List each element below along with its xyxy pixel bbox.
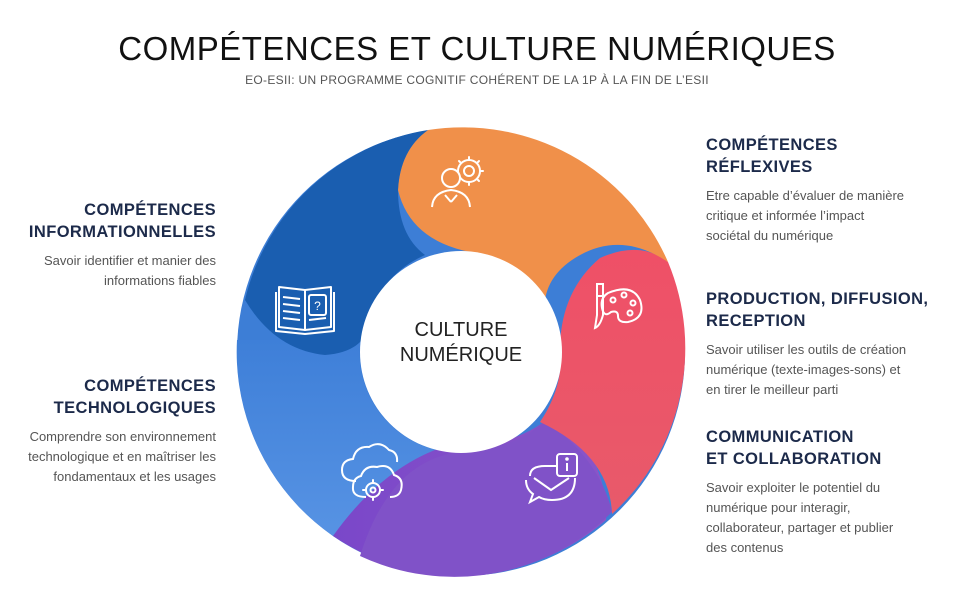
block-production: PRODUCTION, DIFFUSION, RECEPTION Savoir … (706, 288, 950, 400)
svg-text:?: ? (314, 299, 321, 313)
block-reflexives: COMPÉTENCES RÉFLEXIVES Etre capable d’év… (706, 134, 946, 246)
heading-informationnelles: COMPÉTENCES INFORMATIONNELLES (28, 201, 216, 241)
block-communication: COMMUNICATION ET COLLABORATION Savoir ex… (706, 426, 946, 558)
palette-brush-icon (593, 283, 643, 330)
block-informationnelles: COMPÉTENCES INFORMATIONNELLES Savoir ide… (1, 199, 216, 291)
person-gear-icon (431, 156, 484, 208)
center-label: CULTURE NUMÉRIQUE (361, 318, 561, 368)
segment-production (540, 249, 686, 514)
heading-communication: COMMUNICATION ET COLLABORATION (706, 428, 882, 468)
heading-production: PRODUCTION, DIFFUSION, RECEPTION (706, 290, 929, 330)
desc-communication: Savoir exploiter le potentiel du numériq… (706, 480, 894, 555)
cloud-gear-icon (340, 443, 403, 501)
desc-informationnelles: Savoir identifier et manier des informat… (44, 253, 216, 288)
desc-technologiques: Comprendre son environnement technologiq… (28, 429, 216, 484)
page-title: COMPÉTENCES ET CULTURE NUMÉRIQUES (118, 30, 836, 67)
chat-info-icon (525, 453, 578, 505)
center-label-line1: CULTURE (414, 319, 508, 341)
heading-technologiques: COMPÉTENCES TECHNOLOGIQUES (53, 377, 216, 417)
book-question-icon: ? (275, 286, 335, 335)
desc-reflexives: Etre capable d’évaluer de manière critiq… (706, 188, 905, 243)
heading-reflexives: COMPÉTENCES RÉFLEXIVES (706, 136, 838, 176)
page-subtitle: EO-ESII: UN PROGRAMME COGNITIF COHÉRENT … (245, 73, 709, 87)
desc-production: Savoir utiliser les outils de création n… (706, 342, 907, 397)
block-technologiques: COMPÉTENCES TECHNOLOGIQUES Comprendre so… (0, 375, 216, 487)
center-hole (360, 251, 562, 453)
segment-communication-fill (360, 420, 612, 577)
center-label-line2: NUMÉRIQUE (399, 344, 523, 366)
